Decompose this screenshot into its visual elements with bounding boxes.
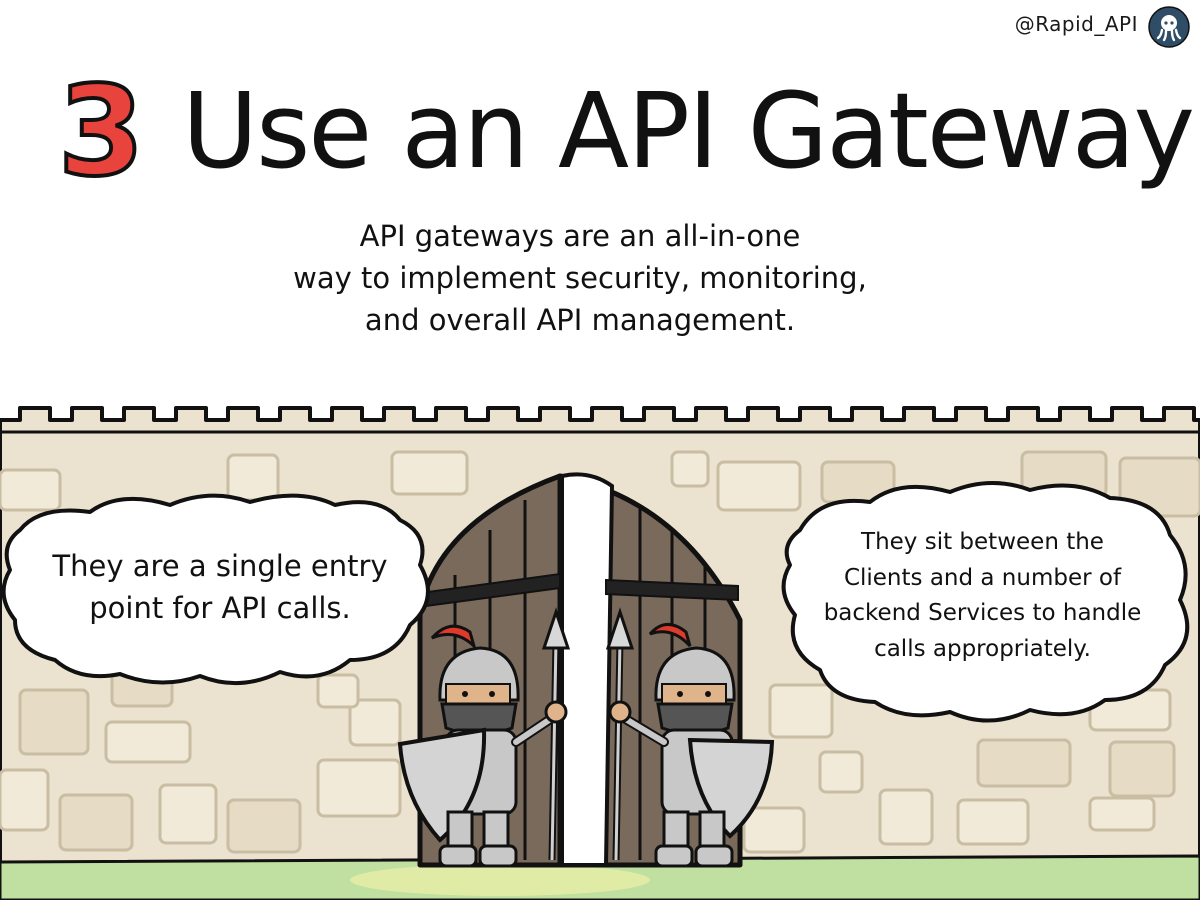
intro-text: API gateways are an all-in-one way to im… xyxy=(220,215,940,341)
bubble-line: Clients and a number of xyxy=(843,564,1122,591)
bubble-line: backend Services to handle xyxy=(823,600,1142,627)
twitter-handle: @Rapid_API xyxy=(1014,12,1138,36)
bubble-line: They sit between the xyxy=(861,529,1104,555)
page-title: Use an API Gateway xyxy=(182,70,1195,192)
speech-bubble-right xyxy=(781,481,1190,723)
octopus-logo-icon xyxy=(1148,6,1190,48)
knight-right xyxy=(605,607,775,868)
knight-left xyxy=(397,607,571,868)
speech-bubble-right-text: They sit between the Clients and a numbe… xyxy=(795,525,1170,668)
bubble-line: point for API calls. xyxy=(89,591,351,626)
intro-line: API gateways are an all-in-one xyxy=(359,219,801,253)
intro-line: way to implement security, monitoring, xyxy=(293,261,867,296)
speech-bubble-left-text: They are a single entry point for API ca… xyxy=(20,545,420,629)
intro-line: and overall API management. xyxy=(364,303,796,338)
bubble-line: calls appropriately. xyxy=(874,635,1091,662)
speech-bubble-left xyxy=(1,493,430,686)
wall-stones xyxy=(0,450,1200,854)
bubble-line: They are a single entry xyxy=(52,549,388,583)
title-number: 3 xyxy=(56,60,146,204)
